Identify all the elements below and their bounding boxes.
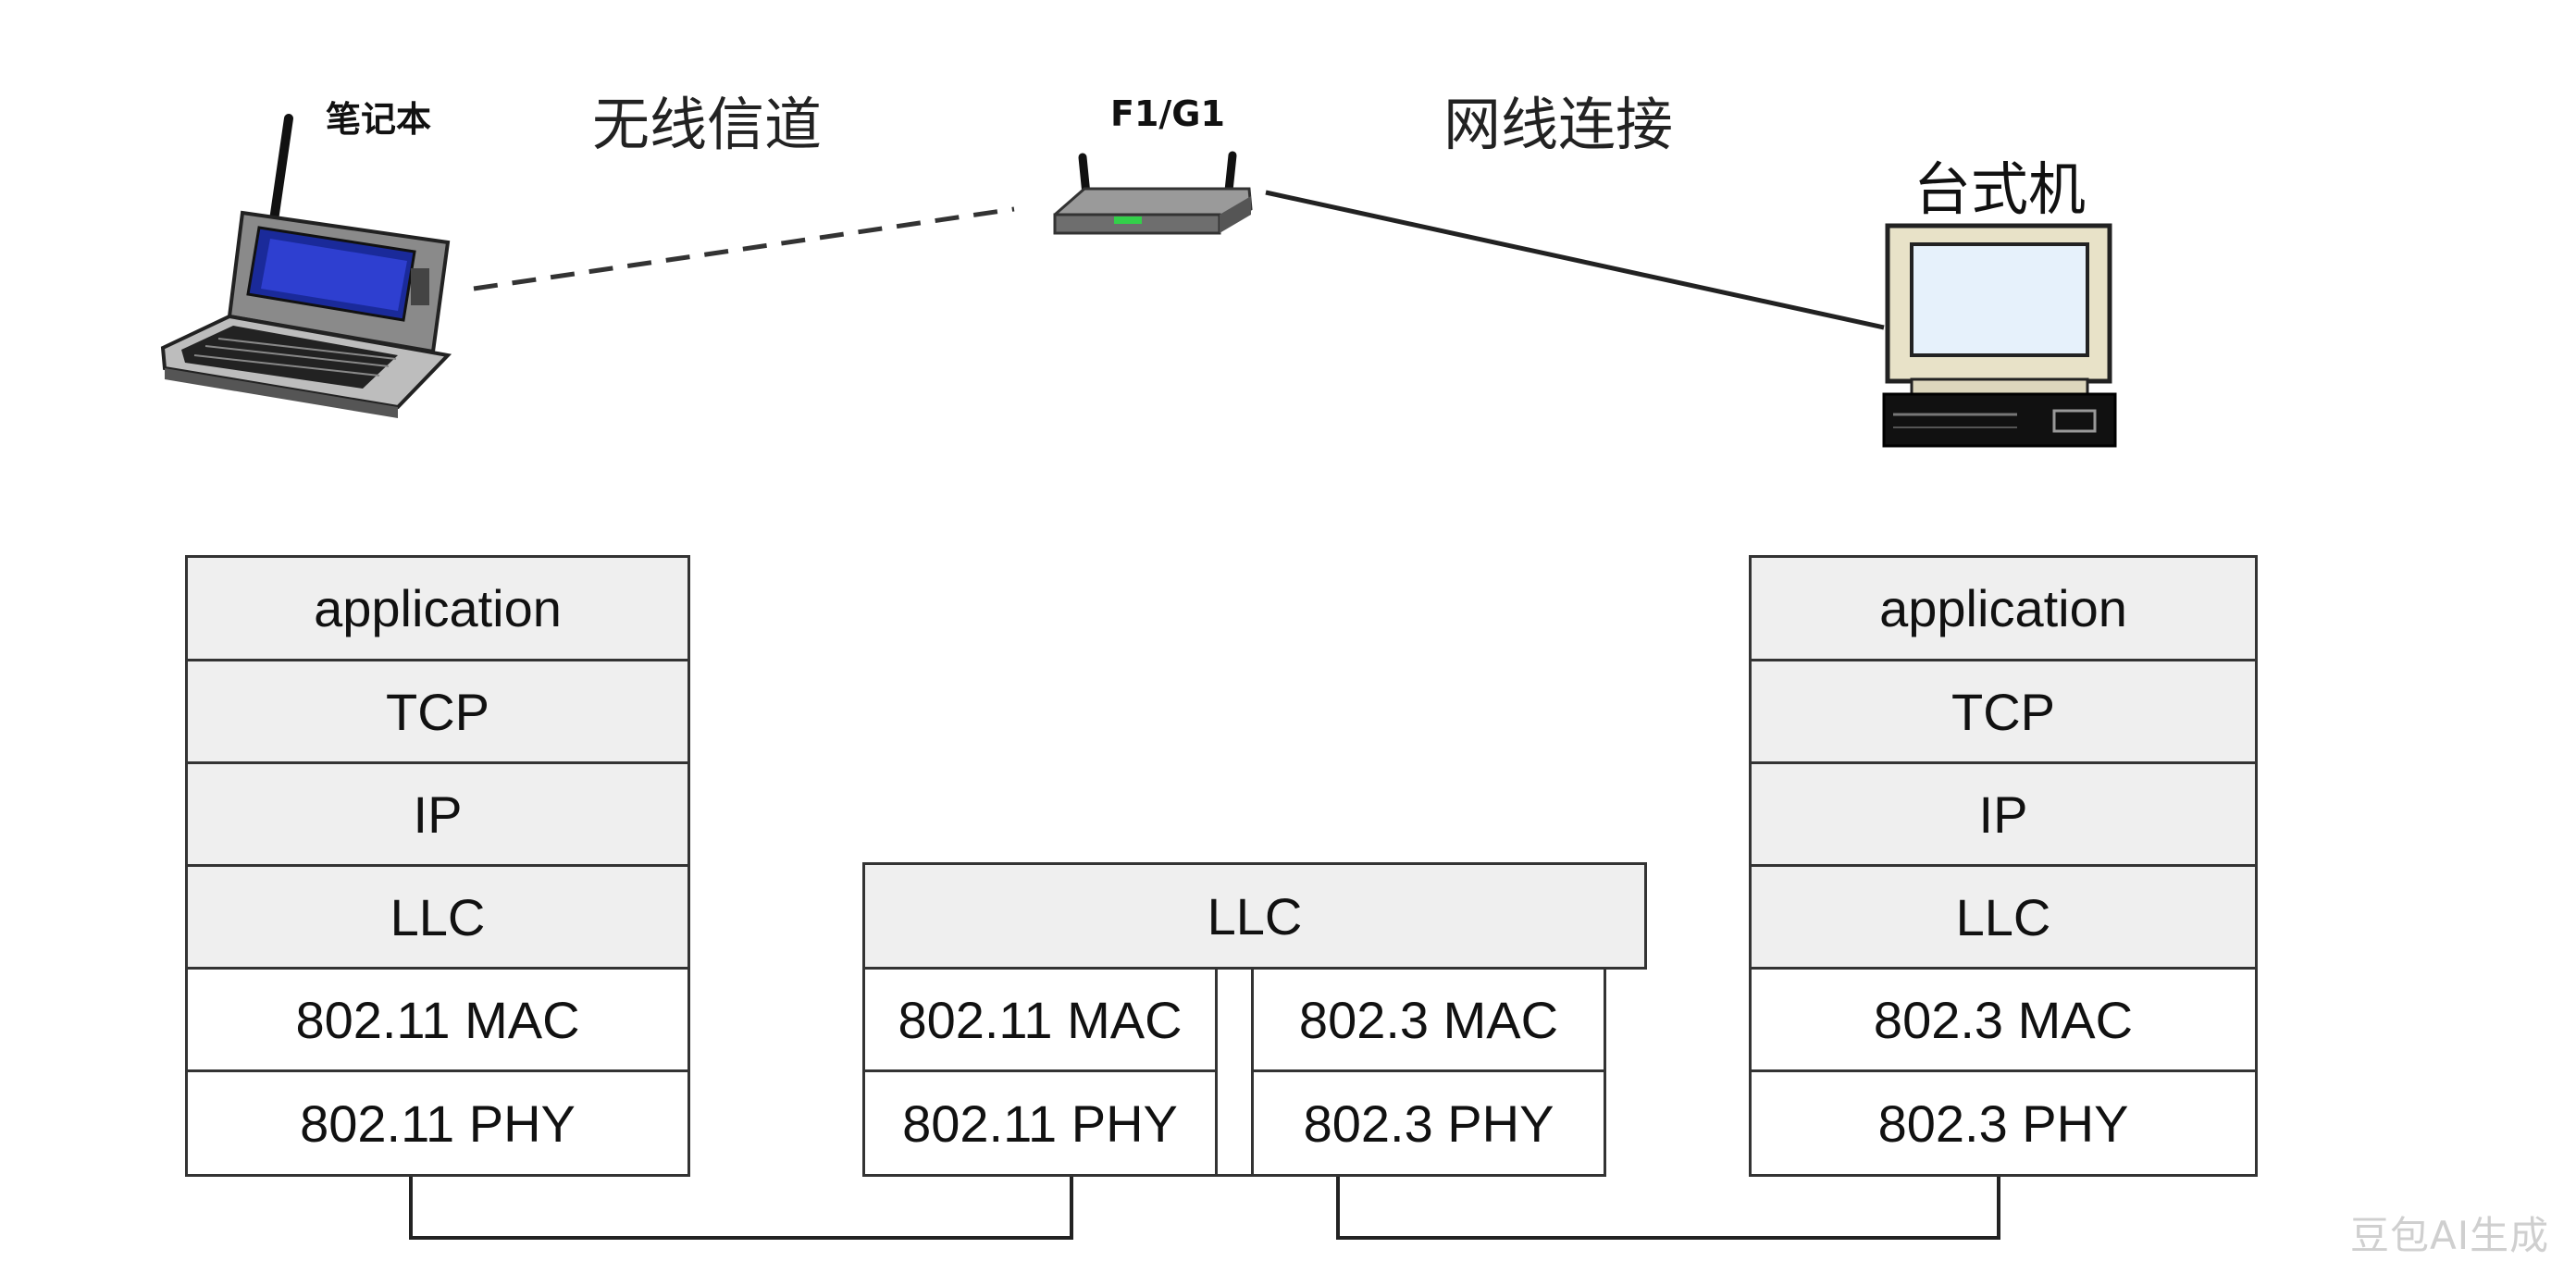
wireless-link <box>473 206 1015 291</box>
wireless-medium-connector <box>409 1177 1073 1240</box>
router-icon <box>1053 151 1253 235</box>
stack-divider <box>1215 967 1254 1177</box>
layer-llc: LLC <box>862 862 1647 970</box>
layer-mac: 802.11 MAC <box>185 967 690 1072</box>
desktop-label: 台式机 <box>1913 155 2087 223</box>
layer-phy: 802.3 PHY <box>1749 1069 2258 1177</box>
router-label: F1/G1 <box>1110 93 1225 134</box>
layer-tcp: TCP <box>185 659 690 764</box>
layer-wired-mac: 802.3 MAC <box>1251 967 1606 1072</box>
layer-application: application <box>1749 555 2258 661</box>
layer-wireless-mac: 802.11 MAC <box>862 967 1218 1072</box>
layer-llc: LLC <box>1749 864 2258 970</box>
desktop-icon <box>1882 223 2117 448</box>
laptop-icon <box>160 114 452 418</box>
layer-application: application <box>185 555 690 661</box>
watermark: 豆包AI生成 <box>2350 1213 2550 1258</box>
layer-wireless-phy: 802.11 PHY <box>862 1069 1218 1177</box>
wired-link <box>1265 190 1885 330</box>
layer-ip: IP <box>185 761 690 867</box>
wireless-channel-label: 无线信道 <box>592 91 823 158</box>
wired-medium-connector <box>1336 1177 2000 1240</box>
layer-mac: 802.3 MAC <box>1749 967 2258 1072</box>
layer-ip: IP <box>1749 761 2258 867</box>
layer-tcp: TCP <box>1749 659 2258 764</box>
layer-llc: LLC <box>185 864 690 970</box>
layer-wired-phy: 802.3 PHY <box>1251 1069 1606 1177</box>
layer-phy: 802.11 PHY <box>185 1069 690 1177</box>
wired-connection-label: 网线连接 <box>1443 91 1674 158</box>
notebook-label: 笔记本 <box>326 99 432 140</box>
